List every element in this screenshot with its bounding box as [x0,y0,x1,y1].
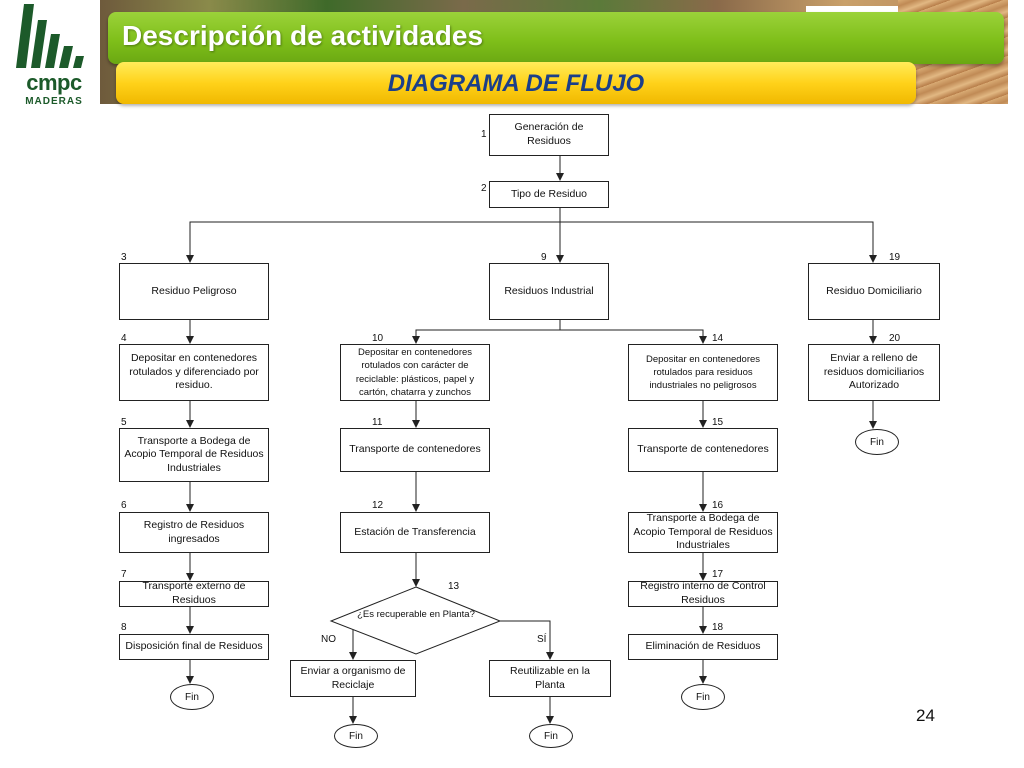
flow-node-16: Transporte a Bodega de Acopio Temporal d… [628,512,778,553]
flow-node-1: Generación de Residuos [489,114,609,156]
cmpc-maderas-logo: cmpc MADERAS [14,4,94,107]
logo-mark-icon [16,4,84,68]
step-number: 19 [889,252,901,263]
step-number: 1 [481,129,487,140]
page-number: 24 [916,706,935,725]
flow-node-9: Residuos Industrial [489,263,609,320]
flow-node-11: Transporte de contenedores [340,428,490,472]
flow-node-15: Transporte de contenedores [628,428,778,472]
subtitle-banner: DIAGRAMA DE FLUJO [116,62,916,104]
step-number: 17 [712,569,724,580]
page-subtitle: DIAGRAMA DE FLUJO [387,70,645,97]
flow-node-2: Tipo de Residuo [489,181,609,208]
step-number: 13 [448,581,460,592]
logo-subword: MADERAS [25,96,83,107]
title-banner: Descripción de actividades [108,12,1004,64]
flow-node-17: Registro interno de Control Residuos [628,580,778,607]
flow-node-20: Enviar a relleno de residuos domiciliari… [808,344,940,401]
connector-13-si [500,620,554,660]
step-number: 6 [121,500,127,511]
step-number: 18 [712,622,724,633]
flow-node-6: Registro de Residuos ingresados [119,512,269,553]
step-number: 5 [121,417,127,428]
connector-2-3 [186,221,560,263]
connector-9-14 [559,320,707,344]
step-number: 7 [121,569,127,580]
end-terminator: Fin [681,684,725,710]
page-title: Descripción de actividades [122,20,484,51]
flow-node-7: Transporte externo de Residuos [119,580,269,607]
logo-word: cmpc [26,70,82,95]
decision-text: ¿Es recuperable en Planta? [357,609,475,620]
flow-node-reuse: Reutilizable en la Planta [489,660,611,697]
flow-node-10: Depositar en contenedores rotulados con … [340,344,490,401]
flow-node-5: Transporte a Bodega de Acopio Temporal d… [119,428,269,482]
end-terminator: Fin [170,684,214,710]
step-number: 2 [481,183,487,194]
decision-no-label: NO [321,634,336,645]
flow-node-3: Residuo Peligroso [119,263,269,320]
end-terminator: Fin [334,724,378,748]
step-number: 15 [712,417,724,428]
step-number: 8 [121,622,127,633]
flow-node-4: Depositar en contenedores rotulados y di… [119,344,269,401]
flow-node-18: Eliminación de Residuos [628,634,778,660]
step-number: 3 [121,252,127,263]
connector-2-19 [560,221,877,263]
flow-node-12: Estación de Transferencia [340,512,490,553]
flow-node-8: Disposición final de Residuos [119,634,269,660]
flow-node-19: Residuo Domiciliario [808,263,940,320]
step-number: 12 [372,500,384,511]
end-terminator: Fin [529,724,573,748]
step-number: 16 [712,500,724,511]
decision-diamond [329,586,502,655]
step-number: 20 [889,333,901,344]
flow-node-14: Depositar en contenedores rotulados para… [628,344,778,401]
decision-yes-label: SÍ [537,634,547,645]
step-number: 10 [372,333,384,344]
step-number: 14 [712,333,724,344]
step-number: 4 [121,333,127,344]
connector-9-10 [412,320,561,344]
step-number: 9 [541,252,547,263]
flow-node-recycle: Enviar a organismo de Reciclaje [290,660,416,697]
step-number: 11 [372,417,383,428]
end-terminator: Fin [855,429,899,455]
